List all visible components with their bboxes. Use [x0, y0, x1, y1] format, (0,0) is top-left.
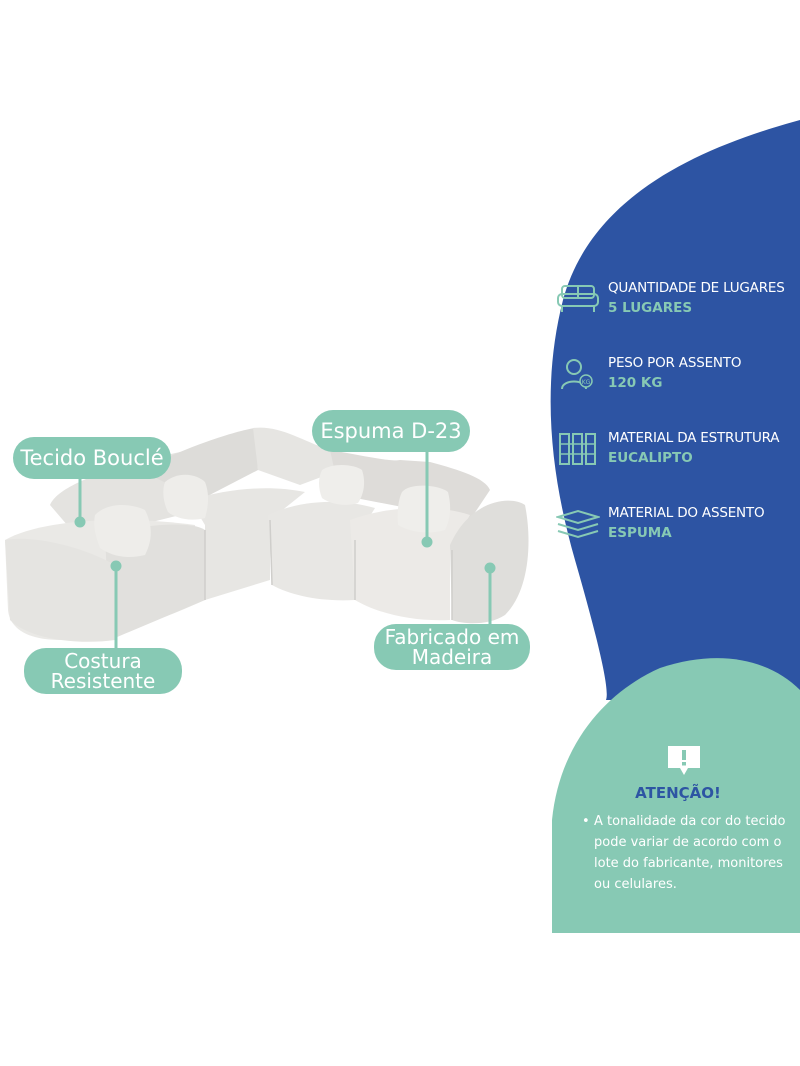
foam-layers-icon [556, 509, 600, 539]
spec-seat-material-value: ESPUMA [608, 525, 672, 541]
costura-callout: Costura Resistente [24, 648, 182, 694]
callout-leaders [74, 450, 496, 648]
attention-bullet: • [582, 814, 590, 829]
fabricado-callout: Fabricado em Madeira [374, 624, 530, 670]
espuma-label: Espuma D-23 [320, 418, 462, 443]
costura-label-line2: Resistente [50, 669, 156, 693]
costura-label-line1: Costura [64, 649, 142, 673]
spec-structure-value: EUCALIPTO [608, 450, 693, 466]
fabricado-label-line2: Madeira [411, 645, 493, 669]
tecido-callout: Tecido Bouclé [13, 437, 171, 479]
svg-text:KG: KG [582, 379, 591, 386]
spec-weight: KG PESO POR ASSENTO 120 KG [556, 355, 800, 399]
attention-title: ATENÇÃO! [635, 784, 721, 802]
spec-seats-label: QUANTIDADE DE LUGARES [608, 280, 785, 296]
spec-seat-material-label: MATERIAL DO ASSENTO [608, 505, 765, 521]
sofa-icon [557, 285, 599, 312]
spec-seats-value: 5 LUGARES [608, 300, 693, 316]
spec-seats: QUANTIDADE DE LUGARES 5 LUGARES [556, 280, 800, 324]
spec-weight-label: PESO POR ASSENTO [608, 355, 742, 371]
blue-panel [550, 120, 800, 700]
sofa-illustration [5, 427, 529, 642]
spec-structure: MATERIAL DA ESTRUTURA EUCALIPTO [556, 430, 800, 474]
wood-structure-icon [559, 433, 596, 465]
espuma-callout: Espuma D-23 [312, 410, 470, 452]
spec-structure-label: MATERIAL DA ESTRUTURA [608, 430, 780, 446]
spec-weight-value: 120 KG [608, 375, 663, 391]
fabricado-label-line1: Fabricado em [384, 625, 520, 649]
weight-person-icon: KG [561, 359, 593, 390]
mint-panel [552, 658, 800, 933]
tecido-label: Tecido Bouclé [20, 445, 164, 470]
spec-seat-material: MATERIAL DO ASSENTO ESPUMA [556, 505, 800, 549]
alert-speech-icon [668, 746, 700, 775]
attention-text: A tonalidade da cor do tecido pode varia… [594, 814, 786, 892]
